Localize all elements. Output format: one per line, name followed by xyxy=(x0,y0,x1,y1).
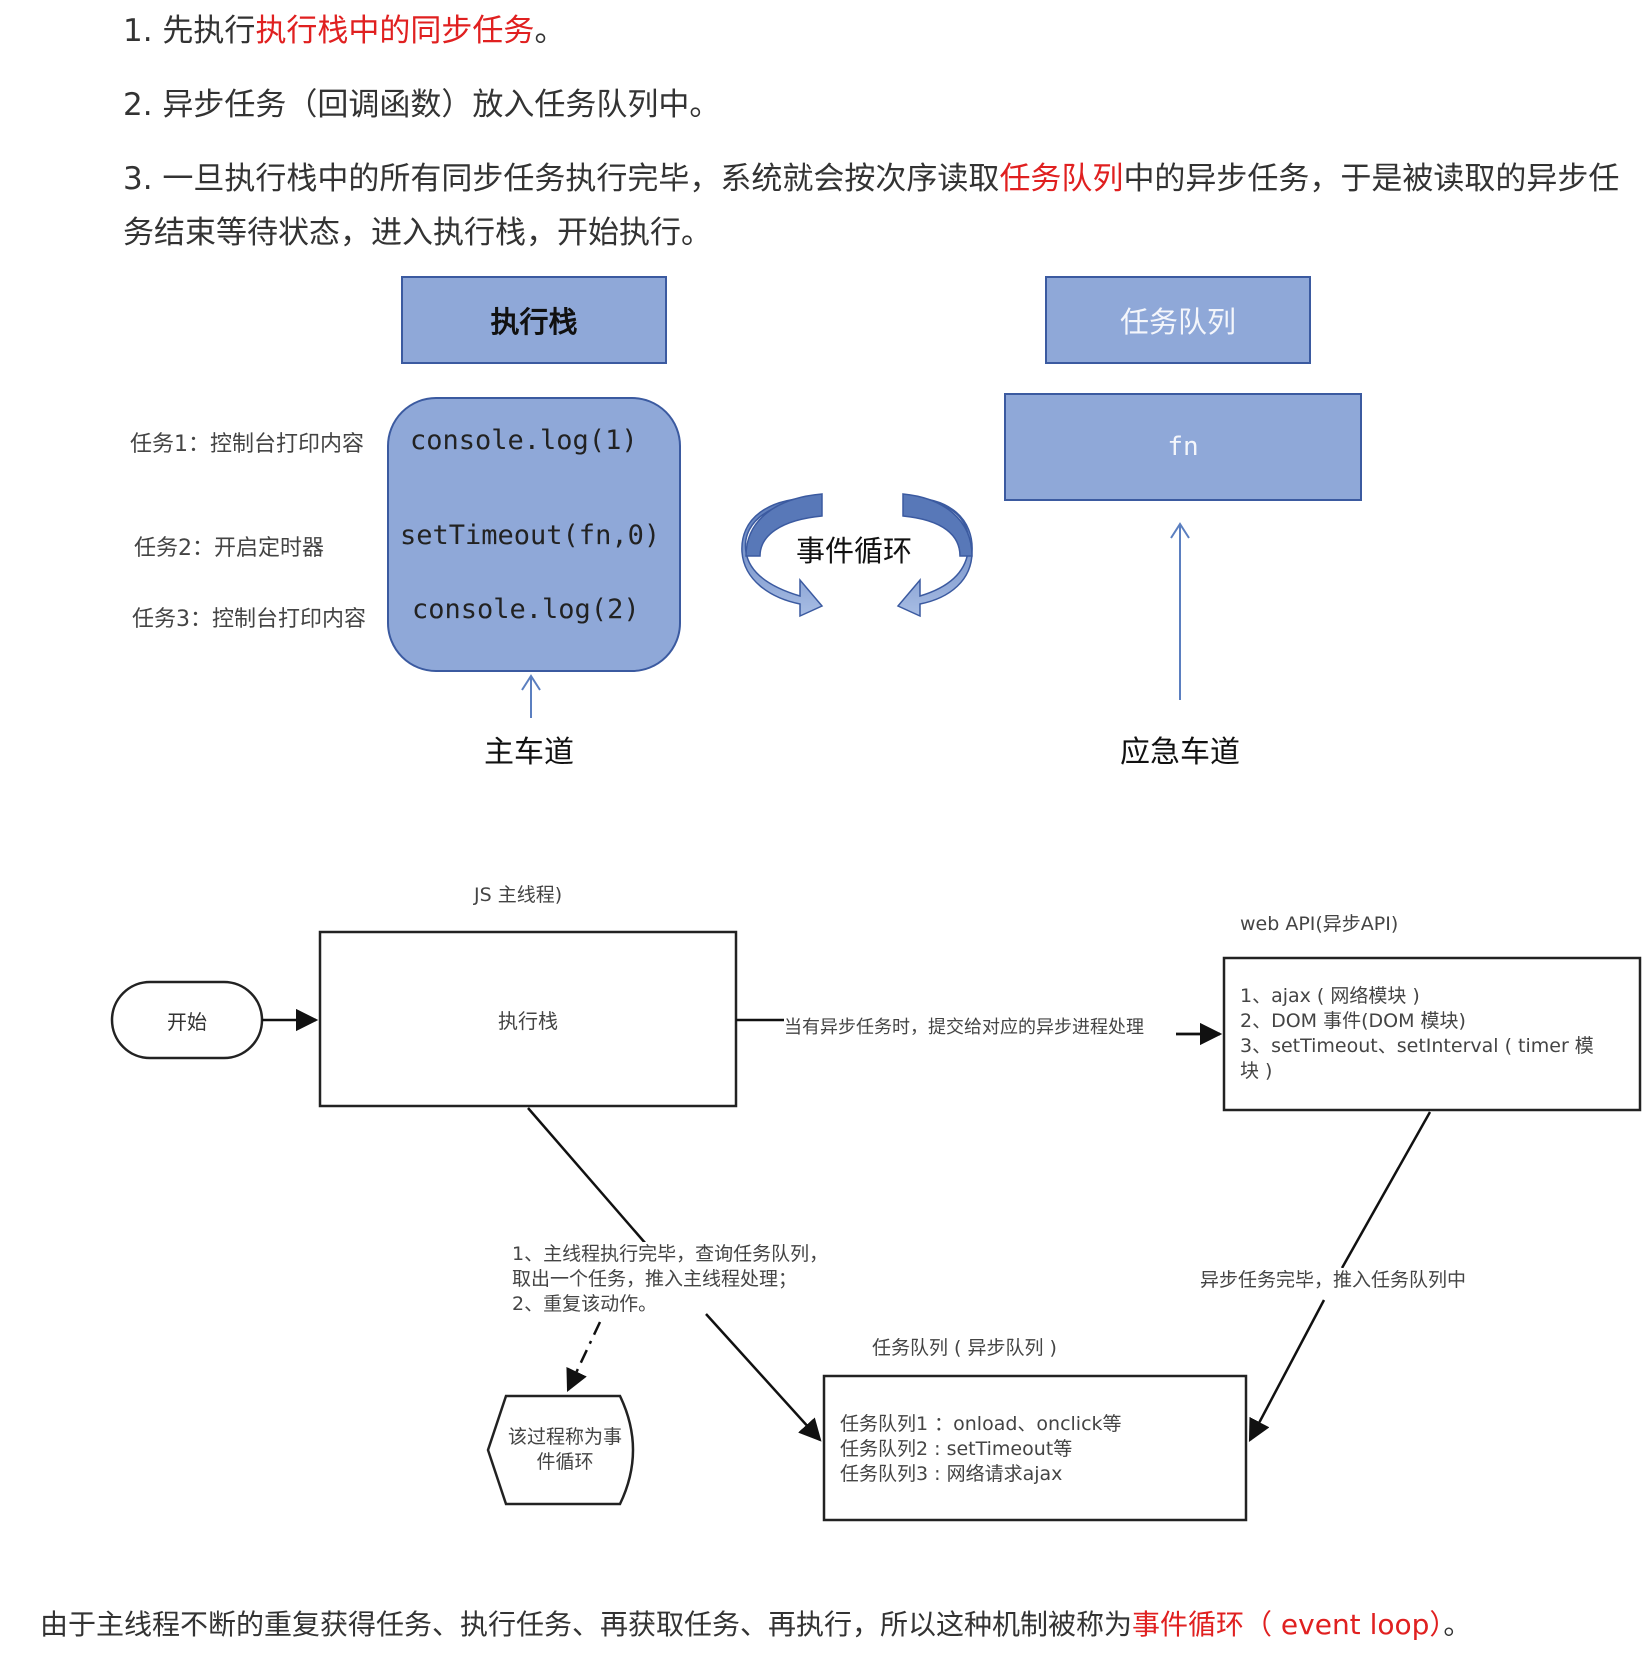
stack-body-box xyxy=(387,397,681,672)
main-lane-label: 主车道 xyxy=(484,735,574,770)
web-api-item-3: 3、setTimeout、setInterval ( timer 模 xyxy=(1240,1035,1594,1057)
web-api-item-1: 1、ajax ( 网络模块 ) xyxy=(1240,985,1420,1007)
complete-label: 异步任务完毕，推入任务队列中 xyxy=(1200,1268,1467,1293)
step3-suffix: 中的异步任务，于是被读取的异步任 xyxy=(1123,161,1620,197)
loop-note-3: 2、重复该动作。 xyxy=(512,1292,658,1317)
task-queue-node xyxy=(822,1374,1248,1522)
task-queue-item-3: 任务队列3 : 网络请求ajax xyxy=(840,1463,1063,1485)
event-loop-label: 事件循环 xyxy=(796,534,913,568)
conclusion-suffix: 。 xyxy=(1443,1608,1472,1641)
web-api-title: web API(异步API) xyxy=(1240,913,1399,935)
queue-title: 任务队列 xyxy=(1119,305,1236,339)
conclusion-prefix: 由于主线程不断的重复获得任务、执行任务、再获取任务、再执行，所以这种机制被称为 xyxy=(40,1608,1133,1641)
task-queue-item-2: 任务队列2 : setTimeout等 xyxy=(840,1438,1073,1460)
step3-prefix: 3. 一旦执行栈中的所有同步任务执行完毕，系统就会按次序读取 xyxy=(123,161,1000,197)
step1-prefix: 1. 先执行 xyxy=(123,13,256,49)
step3-highlight: 任务队列 xyxy=(999,161,1124,197)
web-api-node xyxy=(1222,956,1642,1112)
intro-step1: 1. 先执行执行栈中的同步任务。 xyxy=(123,4,565,58)
queue-fn-box xyxy=(1004,393,1362,501)
event-loop-node-line1: 该过程称为事 xyxy=(507,1426,622,1448)
js-thread-title: JS 主线程) xyxy=(474,884,563,906)
event-loop-node xyxy=(486,1394,635,1506)
web-api-item-4: 块 ) xyxy=(1240,1060,1273,1082)
task-queue-title: 任务队列 ( 异步队列 ) xyxy=(872,1337,1057,1359)
step1-highlight: 执行栈中的同步任务 xyxy=(255,13,535,49)
queue-title-box xyxy=(1045,276,1311,364)
task-queue-item-1: 任务队列1 ：onload、onclick等 xyxy=(840,1413,1122,1435)
emergency-lane-label: 应急车道 xyxy=(1120,735,1240,770)
conclusion: 由于主线程不断的重复获得任务、执行任务、再获取任务、再执行，所以这种机制被称为事… xyxy=(40,1598,1471,1652)
stack-title: 执行栈 xyxy=(490,305,578,339)
web-api-item-2: 2、DOM 事件(DOM 模块) xyxy=(1240,1010,1466,1032)
event-loop-arc-left xyxy=(741,497,824,618)
task-label-1: 任务1：控制台打印内容 xyxy=(130,432,364,457)
exec-stack-label: 执行栈 xyxy=(498,1008,558,1033)
task-label-2: 任务2：开启定时器 xyxy=(134,536,324,561)
submit-label: 当有异步任务时，提交给对应的异步进程处理 xyxy=(784,1015,1144,1040)
step1-suffix: 。 xyxy=(534,13,566,49)
intro-step3-line2: 务结束等待状态，进入执行栈，开始执行。 xyxy=(123,215,712,251)
conclusion-highlight: 事件循环（ event loop） xyxy=(1132,1608,1444,1641)
task-label-3: 任务3：控制台打印内容 xyxy=(132,607,366,632)
diagram1-shapes xyxy=(387,276,1362,718)
stack-item-3: console.log(2) xyxy=(412,594,640,625)
stack-title-box xyxy=(401,276,667,364)
intro-step2: 2. 异步任务（回调函数）放入任务队列中。 xyxy=(123,87,721,123)
event-loop-node-line2: 件循环 xyxy=(536,1451,594,1473)
exec-stack-node xyxy=(318,930,738,1108)
stack-item-1: console.log(1) xyxy=(410,425,638,456)
intro-step3: 3. 一旦执行栈中的所有同步任务执行完毕，系统就会按次序读取任务队列中的异步任务… xyxy=(123,152,1619,206)
stack-item-2: setTimeout(fn,0) xyxy=(400,520,661,551)
loop-note-2: 取出一个任务，推入主线程处理； xyxy=(512,1267,798,1292)
start-label: 开始 xyxy=(167,1009,207,1034)
loop-note-1: 1、主线程执行完毕，查询任务队列， xyxy=(512,1242,829,1267)
queue-fn: fn xyxy=(1167,432,1199,462)
